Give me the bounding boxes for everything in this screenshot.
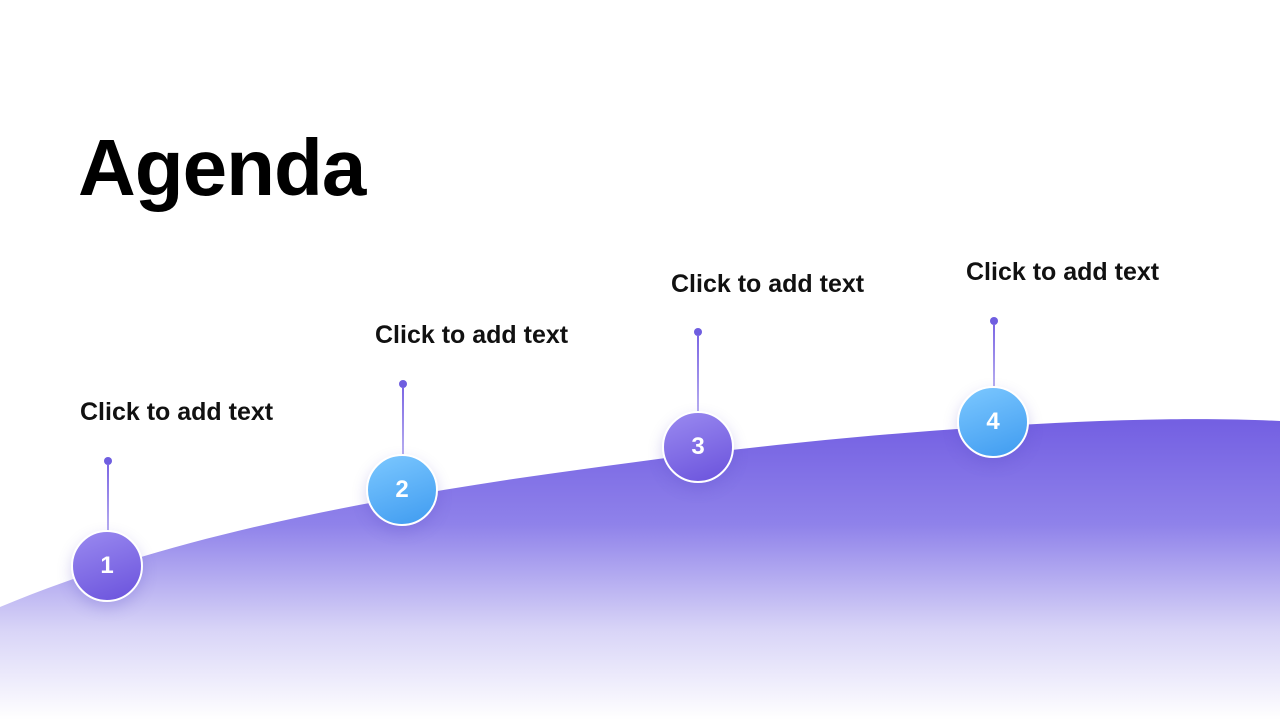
step-2-circle[interactable]: 2 xyxy=(366,454,438,526)
step-4-circle[interactable]: 4 xyxy=(957,386,1029,458)
step-2-dot xyxy=(399,380,407,388)
step-4-stem xyxy=(993,324,995,388)
step-2-label[interactable]: Click to add text xyxy=(375,321,569,349)
step-3-stem xyxy=(697,335,699,413)
step-4-label[interactable]: Click to add text xyxy=(966,258,1160,286)
step-1-circle[interactable]: 1 xyxy=(71,530,143,602)
step-1-dot xyxy=(104,457,112,465)
step-3-circle[interactable]: 3 xyxy=(662,411,734,483)
step-2-stem xyxy=(402,387,404,455)
step-1-label[interactable]: Click to add text xyxy=(80,398,274,426)
step-1-stem xyxy=(107,464,109,532)
step-3-label[interactable]: Click to add text xyxy=(671,270,865,298)
slide-title[interactable]: Agenda xyxy=(78,123,366,212)
step-3-dot xyxy=(694,328,702,336)
step-4-dot xyxy=(990,317,998,325)
